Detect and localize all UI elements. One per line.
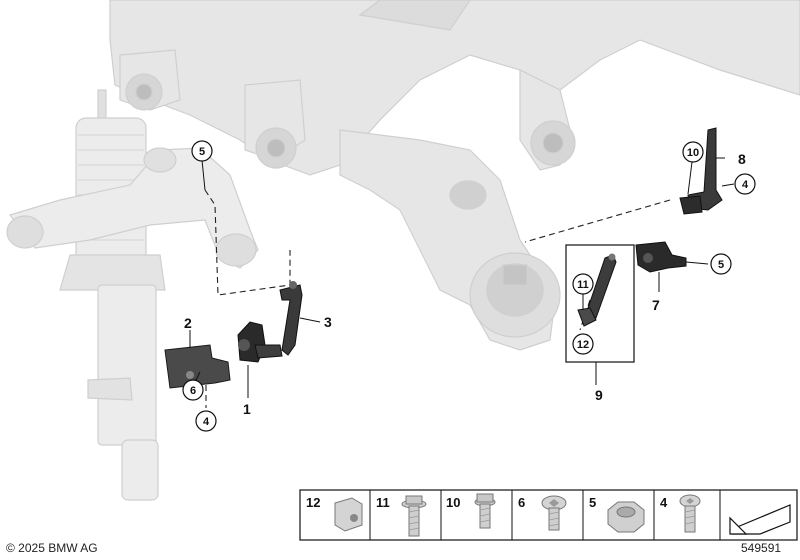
rear-bracket-part-8 [679, 127, 723, 215]
legend-label-10: 10 [446, 495, 460, 510]
callout-5-front: 5 [199, 146, 205, 158]
callout-3: 3 [324, 314, 332, 330]
callout-8: 8 [738, 151, 746, 167]
bracket-part-2 [164, 344, 231, 389]
flange-bolt-icon [474, 493, 496, 529]
legend-item-11: 11 [376, 495, 427, 537]
legend-item-6: 6 [518, 495, 567, 531]
legend-label-5: 5 [589, 495, 596, 510]
torx-screw-icon [541, 495, 567, 531]
callout-11: 11 [577, 279, 589, 291]
legend-item-4: 4 [660, 494, 701, 533]
callout-1: 1 [243, 401, 251, 417]
legend-label-6: 6 [518, 495, 525, 510]
hex-nut-icon [607, 501, 645, 533]
callout-2: 2 [184, 315, 192, 331]
legend-label-12: 12 [306, 495, 320, 510]
kit-box-part-9 [565, 244, 635, 363]
callout-10: 10 [687, 147, 699, 159]
callout-12: 12 [577, 339, 589, 351]
copyright-text: © 2025 BMW AG [6, 541, 98, 555]
callout-9: 9 [595, 387, 603, 403]
legend-label-4: 4 [660, 495, 668, 510]
callout-7: 7 [652, 297, 660, 313]
callouts: 1 2 3 7 8 9 4 4 5 5 6 10 11 12 [182, 140, 756, 432]
hardware-legend: 12 11 10 6 [299, 489, 798, 541]
callout-leaders [189, 157, 735, 398]
diagram-number: 549591 [741, 541, 782, 555]
legend-item-10: 10 [446, 493, 496, 529]
direction-arrow-icon [729, 504, 791, 535]
callout-4-front: 4 [203, 416, 210, 428]
callout-6: 6 [190, 385, 196, 397]
link-rod-part-3 [279, 281, 303, 356]
sensor-part-1 [237, 321, 283, 363]
callout-5-rear: 5 [718, 259, 724, 271]
rear-sensor-part-7 [635, 241, 687, 273]
callout-4-rear: 4 [742, 179, 749, 191]
legend-item-12: 12 [306, 495, 363, 532]
rear-subframe [109, 0, 800, 351]
legend-label-11: 11 [376, 495, 390, 510]
legend-item-5: 5 [589, 495, 645, 533]
upper-control-arm [6, 147, 259, 269]
clip-nut-icon [334, 497, 363, 532]
torx-bolt-icon [679, 494, 701, 533]
hex-bolt-icon [401, 495, 427, 537]
front-strut [59, 89, 166, 501]
